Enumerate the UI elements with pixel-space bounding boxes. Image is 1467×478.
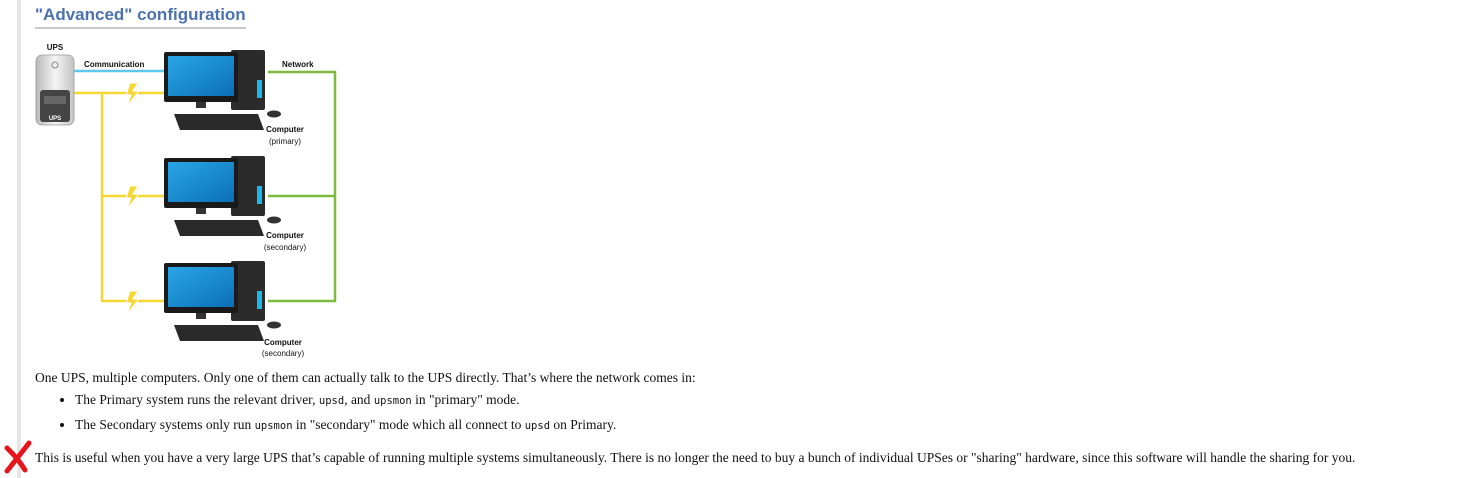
ups-icon [35,54,75,126]
communication-label: Communication [84,60,145,69]
computer-role-primary: (primary) [269,137,301,146]
computer-title-secondary-2: Computer [264,338,302,347]
code-upsmon: upsmon [254,420,293,432]
computer-icon-secondary-1 [164,156,281,236]
bullet-text: , and [344,392,374,407]
list-item-primary: The Primary system runs the relevant dri… [75,392,616,409]
bullet-text: The Primary system runs the relevant dri… [75,392,319,407]
ups-label: UPS [47,43,64,52]
bullet-text: The Secondary systems only run [75,417,255,432]
code-upsmon: upsmon [373,395,412,407]
computer-title-primary: Computer [266,125,304,134]
bullet-list: The Primary system runs the relevant dri… [35,392,616,442]
list-item-secondary: The Secondary systems only run upsmon in… [75,417,616,434]
power-bolt-icons [125,82,141,315]
closing-paragraph: This is useful when you have a very larg… [35,450,1356,465]
computer-role-secondary-1: (secondary) [264,243,307,252]
network-lines [268,70,337,303]
ups-body-text: UPS [49,116,61,122]
network-label: Network [282,60,314,69]
red-x-icon [4,440,32,474]
bullet-text: in "primary" mode. [411,392,520,407]
code-upsd: upsd [524,420,551,432]
bullet-text: on Primary. [550,417,617,432]
code-upsd: upsd [318,395,345,407]
computer-icon-secondary-2 [164,261,281,341]
left-border-rule [17,0,21,478]
bullet-text: in "secondary" mode which all connect to [292,417,525,432]
intro-paragraph: One UPS, multiple computers. Only one of… [35,370,696,385]
computer-role-secondary-2: (secondary) [262,349,305,358]
ups-network-diagram: UPS UPS Communication Network Computer (… [35,43,337,358]
power-lines [74,91,166,303]
computer-icon-primary [164,50,281,130]
section-heading: "Advanced" configuration [35,4,246,29]
computer-title-secondary-1: Computer [266,231,304,240]
